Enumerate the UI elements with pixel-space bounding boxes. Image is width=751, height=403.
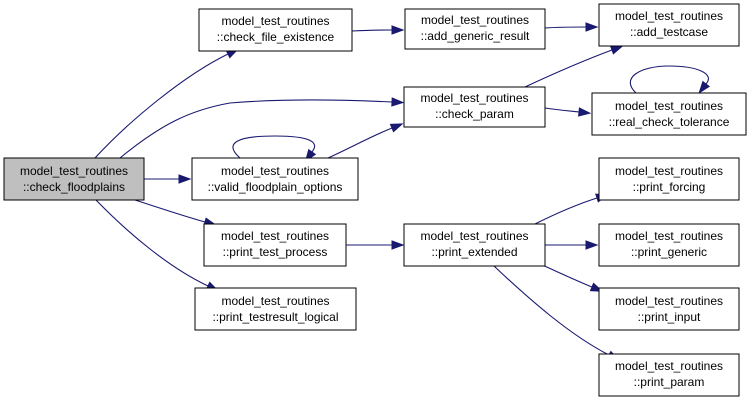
node-function: ::check_param bbox=[435, 107, 514, 121]
arrowhead-icon bbox=[178, 174, 192, 184]
node-check-file-existence[interactable]: model_test_routines ::check_file_existen… bbox=[198, 8, 353, 52]
node-namespace: model_test_routines bbox=[420, 91, 528, 105]
edge-check-param-to-real-check-tolerance bbox=[544, 107, 592, 117]
node-box bbox=[598, 353, 740, 397]
edge-valid-floodplain-options-to-valid-floodplain-options bbox=[232, 135, 317, 163]
node-box bbox=[203, 223, 347, 267]
node-valid-floodplain-options[interactable]: model_test_routines ::valid_floodplain_o… bbox=[191, 157, 359, 201]
node-function: ::check_file_existence bbox=[217, 30, 335, 44]
node-namespace: model_test_routines bbox=[615, 359, 723, 373]
node-function: ::print_extended bbox=[431, 245, 517, 259]
node-print-forcing[interactable]: model_test_routines ::print_forcing bbox=[598, 157, 740, 201]
edge-valid-floodplain-options-to-check-param bbox=[327, 123, 404, 159]
node-print-test-process[interactable]: model_test_routines ::print_test_process bbox=[203, 223, 347, 267]
edge-check-floodplains-to-print-testresult-logical bbox=[95, 199, 220, 292]
node-box bbox=[598, 3, 740, 47]
node-box bbox=[194, 287, 357, 331]
node-namespace: model_test_routines bbox=[221, 294, 329, 308]
edge-check-param-to-add-testcase bbox=[524, 45, 624, 88]
node-namespace: model_test_routines bbox=[221, 14, 329, 28]
arrowhead-icon bbox=[391, 97, 405, 107]
arrowhead-icon bbox=[391, 25, 405, 35]
edge-check-floodplains-to-print-test-process bbox=[134, 199, 217, 227]
arrowhead-icon bbox=[577, 107, 592, 117]
node-check-floodplains[interactable]: model_test_routines ::check_floodplains bbox=[3, 157, 145, 201]
node-namespace: model_test_routines bbox=[615, 294, 723, 308]
edge-line bbox=[534, 197, 598, 225]
edge-line bbox=[539, 263, 593, 288]
node-box bbox=[404, 8, 546, 50]
node-namespace: model_test_routines bbox=[615, 164, 723, 178]
node-namespace: model_test_routines bbox=[615, 99, 723, 113]
edge-line bbox=[544, 107, 580, 113]
arrowhead-icon bbox=[609, 45, 624, 55]
node-function: ::print_test_process bbox=[223, 245, 328, 259]
node-function: ::print_generic bbox=[631, 245, 707, 259]
arrowhead-icon bbox=[698, 80, 711, 94]
node-function: ::print_param bbox=[634, 375, 705, 389]
node-function: ::real_check_tolerance bbox=[609, 115, 730, 129]
node-add-generic-result[interactable]: model_test_routines ::add_generic_result bbox=[404, 8, 546, 50]
arrowhead-icon bbox=[585, 240, 599, 250]
edge-print-test-process-to-print-extended bbox=[346, 240, 405, 250]
node-function: ::print_forcing bbox=[633, 180, 706, 194]
node-real-check-tolerance[interactable]: model_test_routines ::real_check_toleran… bbox=[591, 92, 747, 136]
node-namespace: model_test_routines bbox=[421, 13, 529, 27]
edge-line bbox=[629, 65, 709, 94]
edge-line bbox=[134, 199, 206, 223]
node-print-extended[interactable]: model_test_routines ::print_extended bbox=[403, 223, 546, 267]
edge-line bbox=[493, 265, 610, 356]
edge-line bbox=[94, 53, 229, 159]
node-box bbox=[591, 92, 747, 136]
node-function: ::add_testcase bbox=[630, 25, 708, 39]
edge-print-extended-to-print-generic bbox=[545, 240, 599, 250]
node-print-testresult-logical[interactable]: model_test_routines ::print_testresult_l… bbox=[194, 287, 357, 331]
node-box bbox=[3, 157, 145, 201]
edge-line bbox=[95, 199, 209, 287]
node-function: ::valid_floodplain_options bbox=[208, 180, 343, 194]
edge-check-floodplains-to-check-param bbox=[119, 97, 405, 159]
node-function: ::print_input bbox=[638, 310, 701, 324]
node-print-generic[interactable]: model_test_routines ::print_generic bbox=[598, 223, 740, 267]
node-add-testcase[interactable]: model_test_routines ::add_testcase bbox=[598, 3, 740, 47]
edge-check-floodplains-to-valid-floodplain-options bbox=[144, 174, 192, 184]
node-print-input[interactable]: model_test_routines ::print_input bbox=[598, 287, 740, 331]
edge-print-extended-to-print-input bbox=[539, 263, 604, 292]
node-namespace: model_test_routines bbox=[615, 9, 723, 23]
node-namespace: model_test_routines bbox=[221, 229, 329, 243]
edge-line bbox=[232, 135, 316, 159]
arrowhead-icon bbox=[389, 123, 404, 133]
edge-line bbox=[524, 49, 613, 88]
edge-line bbox=[351, 29, 393, 32]
node-function: ::check_floodplains bbox=[23, 180, 125, 194]
edge-check-floodplains-to-check-file-existence bbox=[94, 48, 240, 159]
edge-line bbox=[544, 26, 587, 29]
node-print-param[interactable]: model_test_routines ::print_param bbox=[598, 353, 740, 397]
edge-real-check-tolerance-to-real-check-tolerance bbox=[629, 65, 711, 94]
node-box bbox=[191, 157, 359, 201]
edge-check-file-existence-to-add-generic-result bbox=[351, 25, 405, 35]
node-box bbox=[598, 157, 740, 201]
edge-add-generic-result-to-add-testcase bbox=[544, 22, 599, 32]
arrowhead-icon bbox=[391, 240, 405, 250]
node-namespace: model_test_routines bbox=[420, 229, 528, 243]
edge-line bbox=[327, 127, 393, 159]
node-namespace: model_test_routines bbox=[20, 164, 128, 178]
node-namespace: model_test_routines bbox=[615, 229, 723, 243]
node-box bbox=[598, 223, 740, 267]
node-box bbox=[403, 223, 546, 267]
node-box bbox=[598, 287, 740, 331]
node-box bbox=[198, 8, 353, 52]
node-function: ::print_testresult_logical bbox=[212, 310, 338, 324]
nodes-layer: model_test_routines ::check_floodplains … bbox=[3, 3, 747, 397]
edge-print-extended-to-print-forcing bbox=[534, 193, 609, 225]
edge-line bbox=[119, 99, 393, 159]
arrowhead-icon bbox=[585, 22, 599, 32]
node-namespace: model_test_routines bbox=[221, 164, 329, 178]
node-box bbox=[403, 86, 546, 128]
node-check-param[interactable]: model_test_routines ::check_param bbox=[403, 86, 546, 128]
node-function: ::add_generic_result bbox=[421, 29, 530, 43]
